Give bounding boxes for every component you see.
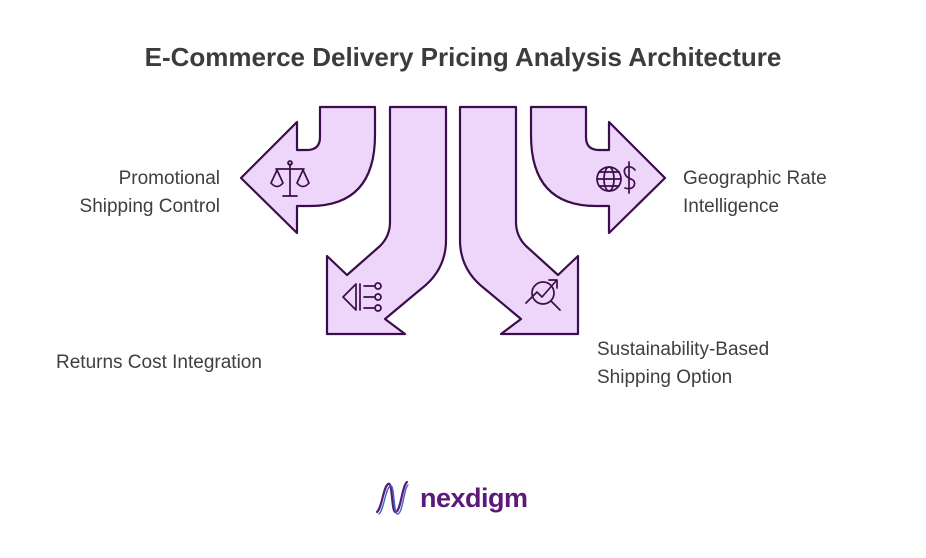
brand-logo: nexdigm — [374, 478, 528, 518]
diversify-icon — [342, 282, 382, 312]
scales-icon — [270, 160, 310, 197]
geo-arrow — [529, 105, 667, 235]
globe-dollar-icon — [596, 161, 636, 194]
label-line: Returns Cost Integration — [56, 352, 262, 373]
label-sustainability-based-shipping: Sustainability-Based Shipping Option — [597, 336, 837, 392]
label-returns-cost-integration: Returns Cost Integration — [56, 349, 326, 377]
label-line: Geographic Rate — [683, 168, 827, 189]
label-line: Sustainability-Based — [597, 339, 770, 360]
label-line: Promotional — [118, 168, 220, 189]
returns-arrow — [325, 105, 448, 336]
page-title: E-Commerce Delivery Pricing Analysis Arc… — [144, 42, 782, 72]
label-geographic-rate-intelligence: Geographic Rate Intelligence — [683, 165, 883, 221]
nexdigm-logo-icon — [375, 480, 409, 515]
brand-name: nexdigm — [420, 482, 528, 513]
label-line: Shipping Option — [597, 367, 733, 388]
label-line: Shipping Control — [79, 196, 220, 217]
label-promotional-shipping-control: Promotional Shipping Control — [40, 165, 220, 221]
label-line: Intelligence — [683, 196, 780, 217]
sustain-arrow — [458, 105, 580, 336]
promo-arrow — [239, 105, 377, 235]
growth-search-icon — [525, 279, 561, 311]
